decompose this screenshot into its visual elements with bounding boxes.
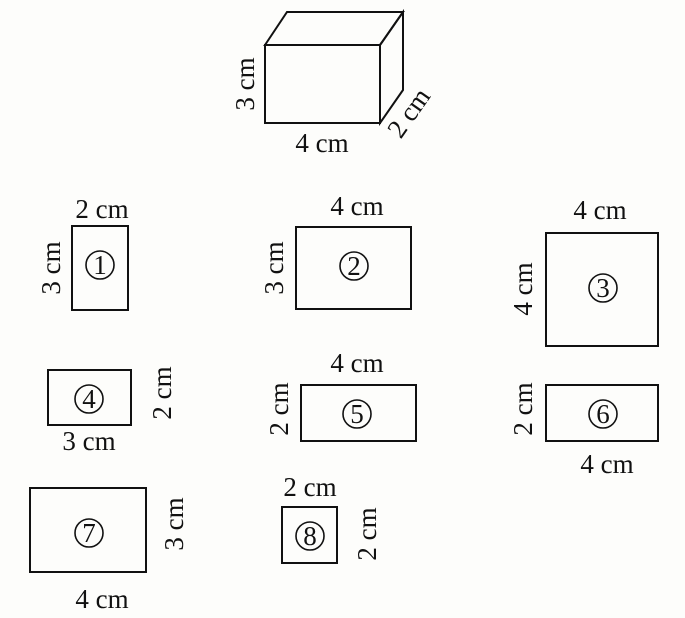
face-5-rect [300, 384, 417, 442]
face-1-left-label: 3 cm [36, 241, 66, 294]
face-7-right-label: 3 cm [159, 497, 189, 550]
face-7-number-circle [74, 518, 104, 548]
face-5: 5 4 cm 2 cm [264, 348, 417, 442]
face-6-number-circle [588, 399, 618, 429]
face-6-bottom-label: 4 cm [580, 449, 633, 479]
face-3: 3 4 cm 4 cm [508, 195, 659, 347]
face-1-number-circle [85, 250, 115, 280]
face-8-rect [281, 506, 338, 564]
face-1: 1 2 cm 3 cm [36, 194, 129, 311]
prism-height-label: 3 cm [230, 57, 260, 110]
face-5-left-label: 2 cm [264, 382, 294, 435]
prism-front-face [264, 44, 381, 124]
face-8-number-circle [295, 521, 325, 551]
rectangular-prism: 3 cm 4 cm 2 cm [230, 8, 436, 158]
face-5-number: 5 [350, 399, 364, 429]
face-6-rect [545, 384, 659, 442]
face-3-number-circle [588, 273, 618, 303]
face-2-top-label: 4 cm [330, 191, 383, 221]
face-2-number: 2 [347, 251, 361, 281]
face-8-right-label: 2 cm [352, 507, 382, 560]
face-6-left-label: 2 cm [508, 382, 538, 435]
face-5-number-circle [342, 399, 372, 429]
face-3-rect [545, 232, 659, 347]
face-2-left-label: 3 cm [259, 241, 289, 294]
face-2-rect [295, 226, 412, 310]
face-1-top-label: 2 cm [75, 194, 128, 224]
face-8-number: 8 [303, 521, 317, 551]
face-1-number: 1 [93, 250, 107, 280]
face-3-top-label: 4 cm [573, 195, 626, 225]
face-3-number: 3 [596, 273, 610, 303]
face-4-right-label: 2 cm [147, 366, 177, 419]
face-5-top-label: 4 cm [330, 348, 383, 378]
face-7-number: 7 [82, 518, 96, 548]
face-7: 7 3 cm 4 cm [29, 487, 189, 614]
face-4-rect [47, 369, 132, 426]
face-6: 6 2 cm 4 cm [508, 382, 659, 479]
face-2-number-circle [339, 251, 369, 281]
face-4-number: 4 [82, 384, 96, 414]
face-6-number: 6 [596, 399, 610, 429]
face-4: 4 3 cm 2 cm [47, 366, 177, 456]
face-3-left-label: 4 cm [508, 262, 538, 315]
face-4-number-circle [74, 384, 104, 414]
face-1-rect [71, 225, 129, 311]
face-8-top-label: 2 cm [283, 472, 336, 502]
face-7-rect [29, 487, 147, 573]
face-7-bottom-label: 4 cm [75, 584, 128, 614]
prism-depth-label: 2 cm [381, 82, 436, 143]
face-2: 2 4 cm 3 cm [259, 191, 412, 310]
prism-length-label: 4 cm [295, 128, 348, 158]
face-8: 8 2 cm 2 cm [281, 472, 382, 564]
prism-side-face [379, 8, 404, 127]
face-4-bottom-label: 3 cm [62, 426, 115, 456]
